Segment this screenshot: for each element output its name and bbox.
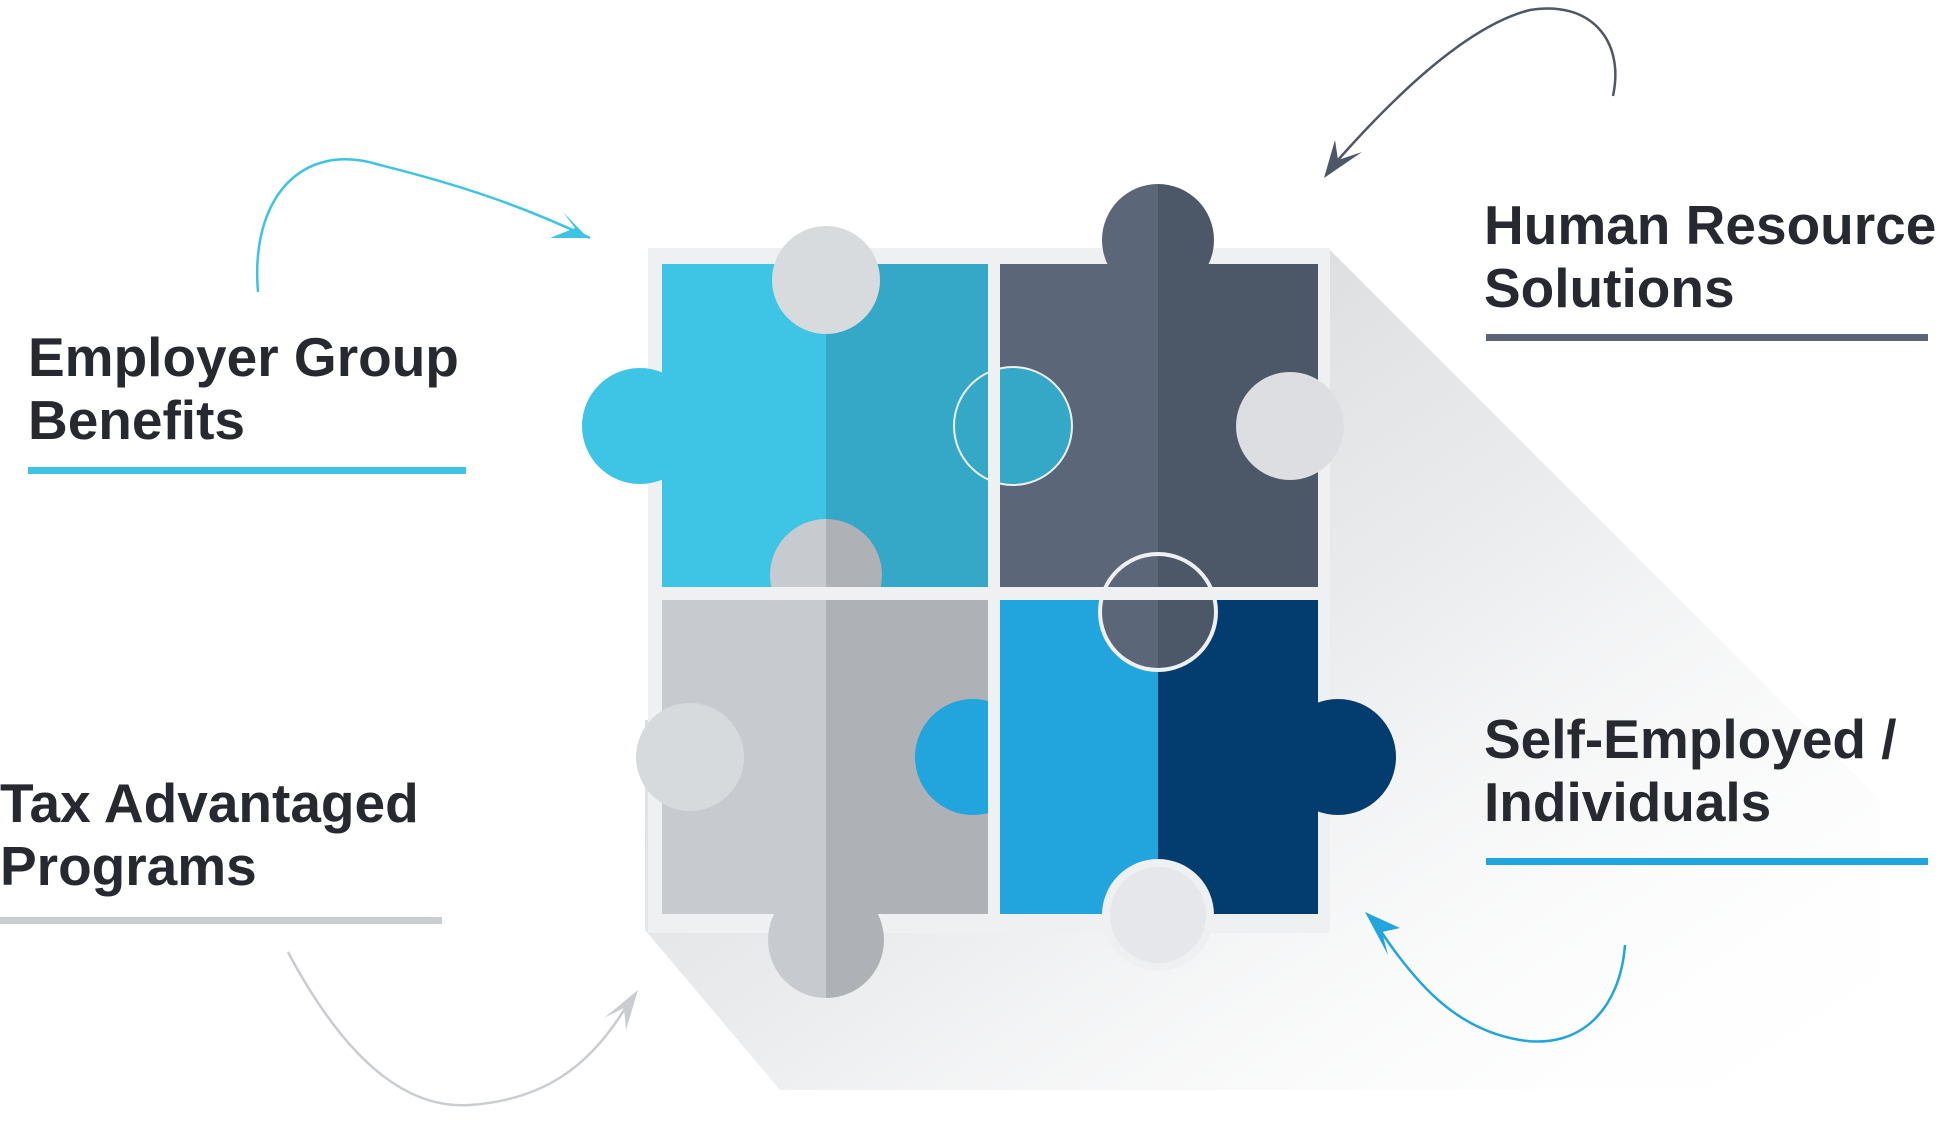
label-line: Individuals: [1484, 771, 1772, 833]
label-line: Programs: [0, 835, 257, 897]
label-self-employed-individuals: Self-Employed / Individuals: [1484, 708, 1897, 834]
label-line: Solutions: [1484, 257, 1735, 319]
arrow-hr: [1324, 7, 1617, 178]
underline-hr: [1486, 334, 1928, 341]
underline-self: [1486, 858, 1928, 865]
arrow-tax: [286, 951, 638, 1107]
label-line: Human Resource: [1484, 194, 1937, 256]
arrow-self: [1365, 912, 1627, 1043]
label-line: Employer Group: [28, 326, 459, 388]
underline-tax: [0, 917, 442, 924]
arrow-employer: [255, 158, 591, 293]
label-human-resource-solutions: Human Resource Solutions: [1484, 194, 1936, 320]
underline-employer: [28, 467, 466, 474]
puzzle-piece-bottom-right: [915, 552, 1396, 971]
label-line: Tax Advantaged: [0, 772, 419, 834]
puzzle-piece-bottom-left: [636, 519, 988, 998]
puzzle-seams: [648, 250, 1330, 930]
label-line: Self-Employed /: [1484, 708, 1897, 770]
label-employer-group-benefits: Employer Group Benefits: [28, 326, 459, 452]
label-line: Benefits: [28, 389, 245, 451]
label-tax-advantaged-programs: Tax Advantaged Programs: [0, 772, 419, 898]
